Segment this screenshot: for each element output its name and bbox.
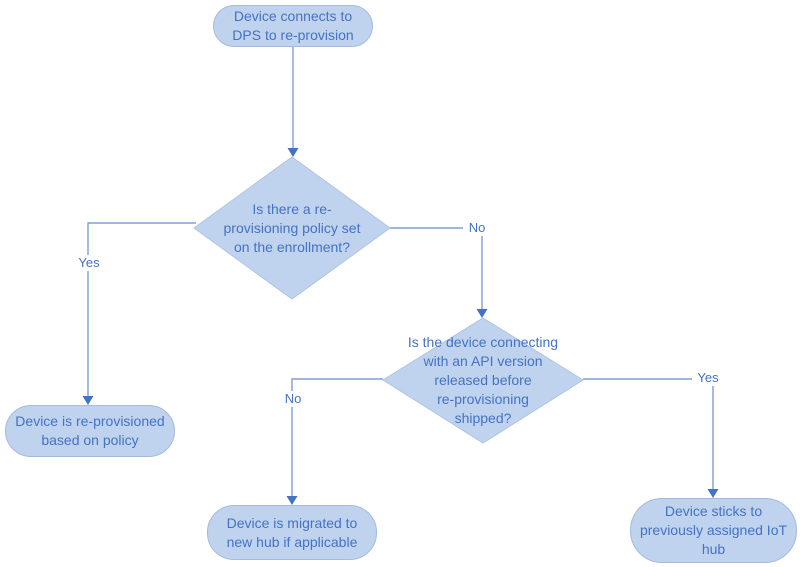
arrowhead-to-migrated (286, 496, 298, 505)
node-decision-policy-label: Is there a re- provisioning policy set o… (223, 200, 361, 255)
arrowhead-to-reprovisioned (82, 396, 94, 405)
arrowhead-to-decision-api (476, 309, 488, 318)
node-start: Device connects to DPS to re-provision (213, 5, 373, 47)
arrowhead-to-decision-policy (287, 148, 299, 157)
edge-label-policy-yes: Yes (74, 255, 104, 271)
node-migrated: Device is migrated to new hub if applica… (207, 505, 377, 560)
edge-decision-api-yes (583, 378, 714, 490)
edge-decision-api-no (291, 378, 383, 497)
edge-decision-policy-yes (87, 222, 196, 397)
edge-label-policy-no: No (463, 220, 491, 236)
edge-decision-policy-no (390, 227, 483, 311)
edge-label-api-no: No (279, 391, 307, 407)
node-decision-api-label: Is the device connecting with an API ver… (407, 333, 559, 426)
node-reprovisioned: Device is re-provisioned based on policy (5, 405, 175, 457)
node-sticks: Device sticks to previously assigned IoT… (630, 498, 797, 563)
arrowhead-to-sticks (707, 489, 719, 498)
decision-api-diamond (382, 317, 584, 444)
edge-label-api-yes: Yes (692, 370, 724, 386)
decision-policy-diamond (193, 156, 391, 300)
